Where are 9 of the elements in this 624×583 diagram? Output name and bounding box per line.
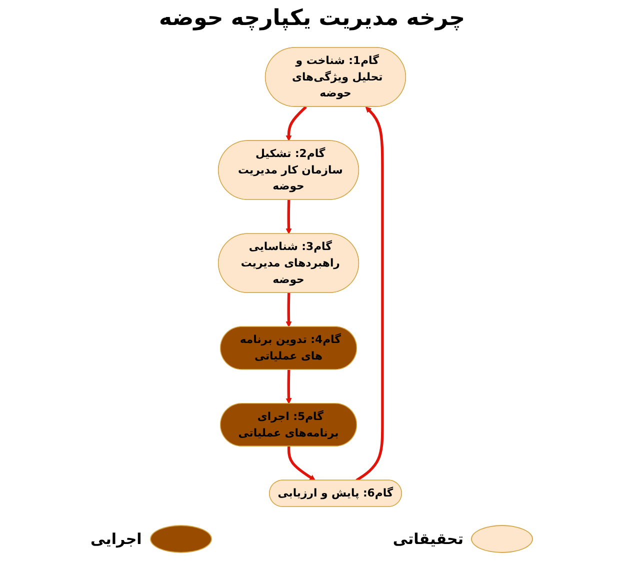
- arrow: [356, 106, 384, 482]
- arrow: [286, 106, 307, 142]
- arrow: [287, 446, 316, 481]
- arrow: [286, 370, 292, 404]
- arrow: [286, 200, 292, 234]
- legend-label: تحقیقاتی: [392, 530, 464, 548]
- legend-label: اجرایی: [90, 530, 142, 548]
- diagram-title: چرخه مدیریت یکپارچه حوضه: [159, 6, 465, 31]
- arrow: [286, 292, 292, 328]
